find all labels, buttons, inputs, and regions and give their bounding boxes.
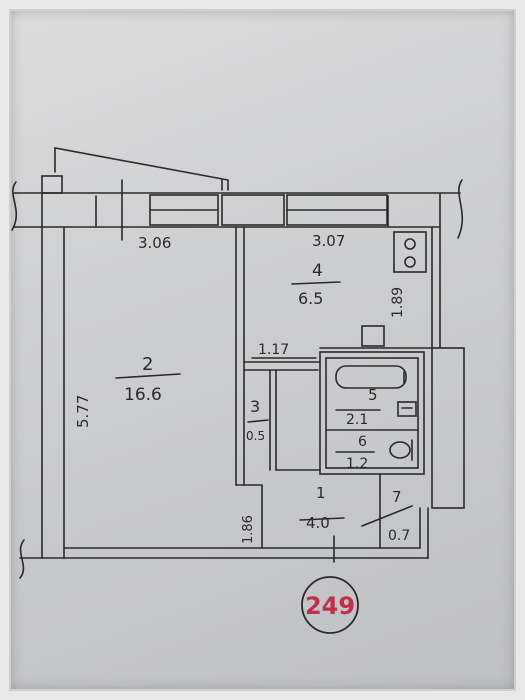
room4-number: 4 [312, 261, 323, 281]
room5-area: 2.1 [346, 412, 368, 428]
room1-area: 4.0 [306, 514, 330, 532]
room4-area: 6.5 [298, 289, 323, 308]
stamp-circle [301, 576, 359, 634]
stamp-text: 249 [305, 592, 355, 620]
room1-number: 1 [316, 484, 326, 502]
toilet [389, 441, 411, 459]
room1-label-line [299, 517, 345, 521]
stove-burner-2 [404, 256, 416, 268]
dim-corridor-height: 1.86 [241, 515, 256, 544]
balcony-door [221, 194, 285, 226]
dim-left-height: 5.77 [74, 395, 92, 428]
room7-area: 0.7 [388, 528, 410, 544]
dim-hall-width: 1.17 [258, 342, 289, 358]
room2-label-line [115, 373, 181, 379]
room2-number: 2 [142, 354, 153, 375]
bathroom-block [319, 351, 425, 475]
room3-number: 3 [250, 397, 260, 416]
wall-break-top-right [457, 179, 463, 239]
kitchen-sink [361, 325, 385, 347]
entrance-block [431, 347, 465, 509]
bathroom-inner [325, 357, 419, 469]
dim-top-right: 3.07 [312, 232, 345, 250]
stove-burner-1 [404, 238, 416, 250]
room4-label-line [291, 281, 341, 285]
bathtub [335, 365, 407, 389]
dim-kitchen-height: 1.89 [390, 287, 406, 318]
wall-break-top-left [11, 181, 18, 231]
room5-number: 5 [368, 386, 378, 404]
closet-diagonal [361, 505, 413, 527]
paper-sheet [10, 8, 515, 692]
room2-area: 16.6 [124, 385, 162, 405]
room3-label-line [247, 419, 269, 423]
left-column [41, 175, 63, 194]
balcony-outline [54, 147, 229, 191]
room6-number: 6 [358, 434, 367, 450]
sink [397, 401, 417, 417]
room3-area: 0.5 [246, 429, 265, 443]
room6-area: 1.2 [346, 456, 368, 472]
wall-break-bottom-left [19, 539, 25, 579]
room7-number: 7 [392, 488, 402, 506]
stove [393, 231, 427, 273]
dim-top-left: 3.06 [138, 234, 171, 252]
